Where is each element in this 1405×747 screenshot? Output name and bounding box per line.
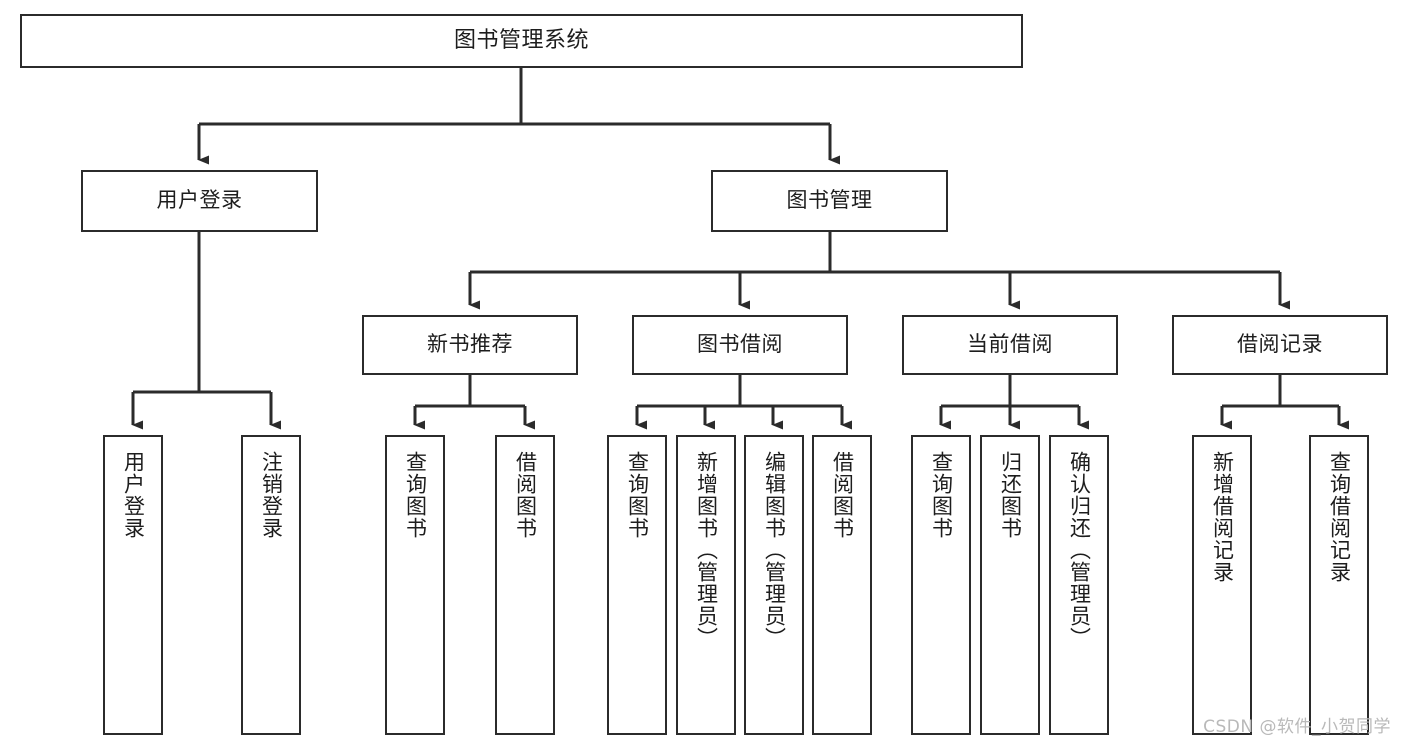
leaf-edit-book-admin[interactable]: 编辑图书（管理员）	[744, 435, 804, 735]
leaf-return-book[interactable]: 归还图书	[980, 435, 1040, 735]
leaf-label: 查询图书	[929, 451, 954, 539]
leaf-add-book-admin[interactable]: 新增图书（管理员）	[676, 435, 736, 735]
leaf-label: 借阅图书	[830, 451, 855, 539]
node-borrow-record[interactable]: 借阅记录	[1172, 315, 1388, 375]
node-label: 用户登录	[156, 188, 243, 213]
node-label: 图书管理	[786, 188, 873, 213]
leaf-label: 新增图书（管理员）	[694, 451, 719, 649]
node-label: 图书管理系统	[453, 27, 589, 53]
leaf-label: 用户登录	[121, 451, 146, 539]
node-label: 当前借阅	[967, 332, 1053, 357]
leaf-add-borrow-record[interactable]: 新增借阅记录	[1192, 435, 1252, 735]
leaf-label: 注销登录	[259, 451, 284, 539]
leaf-query-book-recommend[interactable]: 查询图书	[385, 435, 445, 735]
leaf-query-book-current[interactable]: 查询图书	[911, 435, 971, 735]
node-root-book-management-system[interactable]: 图书管理系统	[20, 14, 1023, 68]
leaf-label: 借阅图书	[513, 451, 538, 539]
leaf-label: 编辑图书（管理员）	[762, 451, 787, 649]
leaf-label: 查询借阅记录	[1327, 451, 1352, 583]
node-user-login[interactable]: 用户登录	[81, 170, 318, 232]
leaf-query-book-borrow[interactable]: 查询图书	[607, 435, 667, 735]
leaf-user-login[interactable]: 用户登录	[103, 435, 163, 735]
node-label: 新书推荐	[427, 332, 513, 357]
node-current-borrow[interactable]: 当前借阅	[902, 315, 1118, 375]
leaf-label: 归还图书	[998, 451, 1023, 539]
leaf-label: 查询图书	[403, 451, 428, 539]
leaf-label: 确认归还（管理员）	[1067, 451, 1092, 649]
node-label: 图书借阅	[697, 332, 783, 357]
watermark: CSDN @软件_小贺同学	[1203, 717, 1391, 737]
leaf-confirm-return-admin[interactable]: 确认归还（管理员）	[1049, 435, 1109, 735]
leaf-query-borrow-record[interactable]: 查询借阅记录	[1309, 435, 1369, 735]
leaf-label: 查询图书	[625, 451, 650, 539]
leaf-borrow-book[interactable]: 借阅图书	[812, 435, 872, 735]
node-label: 借阅记录	[1237, 332, 1323, 357]
node-book-management[interactable]: 图书管理	[711, 170, 948, 232]
leaf-logout[interactable]: 注销登录	[241, 435, 301, 735]
leaf-label: 新增借阅记录	[1210, 451, 1235, 583]
node-book-borrow[interactable]: 图书借阅	[632, 315, 848, 375]
leaf-borrow-book-recommend[interactable]: 借阅图书	[495, 435, 555, 735]
node-new-book-recommend[interactable]: 新书推荐	[362, 315, 578, 375]
